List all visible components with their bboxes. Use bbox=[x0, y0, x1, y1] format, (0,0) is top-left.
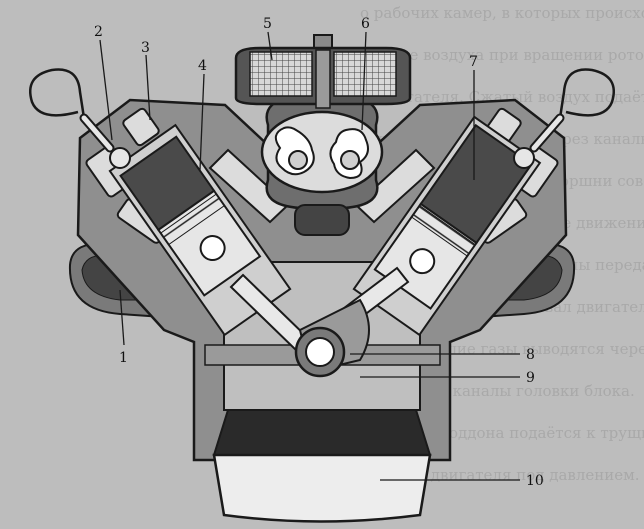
label-1-text: 2 bbox=[94, 24, 103, 40]
label-7-text: 7 bbox=[469, 54, 478, 70]
label-9-text: 9 bbox=[526, 370, 535, 386]
label-6-text: 6 bbox=[361, 16, 370, 32]
label-3-text: 3 bbox=[141, 40, 150, 56]
blower-rotor-left bbox=[274, 126, 315, 176]
background-text-line: о рабочих камер, в которых происходит bbox=[360, 4, 644, 22]
oil-sump bbox=[212, 409, 432, 523]
label-8-text: 8 bbox=[526, 347, 535, 363]
crankshaft bbox=[294, 326, 346, 378]
part-labels: 2 3 4 5 6 7 1 8 9 10 bbox=[94, 16, 544, 489]
piston-pin-left bbox=[199, 235, 226, 262]
injector-left bbox=[29, 68, 131, 169]
leader-lines bbox=[99, 31, 520, 481]
label-1b-text: 1 bbox=[119, 350, 128, 366]
piston-pin-right bbox=[409, 248, 436, 275]
label-5-text: 5 bbox=[263, 16, 272, 32]
background-text-line: сжатие воздуха при вращении роторов bbox=[360, 46, 644, 64]
blower-outlet bbox=[294, 204, 350, 236]
blower-rotor-right bbox=[329, 128, 369, 180]
background-text-line: нагнетателя. Сжатый воздух подаётся bbox=[360, 88, 644, 106]
label-4-text: 4 bbox=[198, 58, 207, 74]
air-filter bbox=[234, 34, 412, 109]
injector-right bbox=[513, 68, 615, 169]
label-10-text: 10 bbox=[526, 473, 544, 489]
